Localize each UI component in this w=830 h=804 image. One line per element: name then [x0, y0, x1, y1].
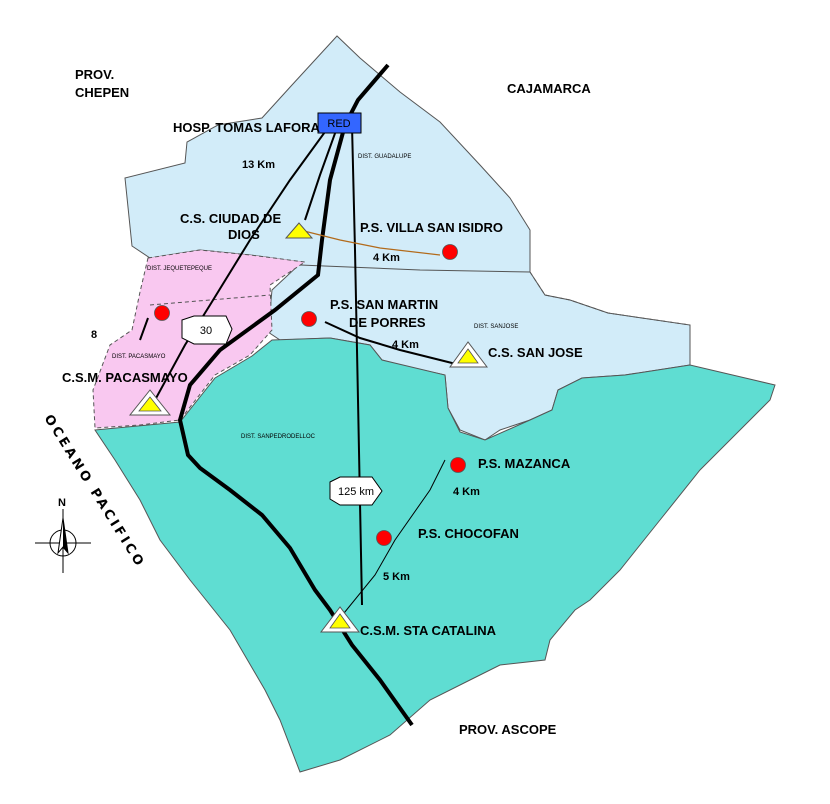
region-sanpedro	[94, 337, 776, 773]
boundary-pacasmayo	[149, 294, 271, 306]
red-box	[317, 112, 362, 134]
dot-san-martin	[301, 311, 317, 327]
label-dist-sanjose: DIST. SANJOSE	[474, 324, 518, 330]
label-ps-san-martin-1: P.S. SAN MARTIN	[330, 297, 438, 312]
label-cs-ciudad-1: C.S. CIUDAD DE	[180, 211, 281, 226]
dot-villa-isidro	[442, 244, 458, 260]
label-4km-villa: 4 Km	[373, 252, 400, 264]
label-eight: 8	[91, 329, 97, 341]
road-125-sign	[329, 476, 383, 506]
label-prov-chepen-1: PROV.	[75, 67, 114, 82]
label-dist-pacasmayo: DIST. PACASMAYO	[112, 354, 166, 360]
compass-icon	[35, 509, 91, 573]
label-prov-chepen-2: CHEPEN	[75, 85, 129, 100]
road-villa-isidro	[299, 229, 441, 256]
compass-n-label: N	[58, 497, 66, 509]
label-4km-mazanca: 4 Km	[453, 486, 480, 498]
label-ps-villa: P.S. VILLA SAN ISIDRO	[360, 220, 503, 235]
label-csm-pacasmayo: C.S.M. PACASMAYO	[62, 370, 188, 385]
label-cajamarca: CAJAMARCA	[507, 81, 591, 96]
road-125-label: 125 km	[338, 486, 374, 498]
dot-jequetepeque	[154, 305, 170, 321]
dot-chocofan	[376, 530, 392, 546]
boundary-guadalupe	[299, 264, 531, 273]
triangle-sta-catalina	[319, 606, 361, 633]
road-30-label: 30	[200, 325, 212, 337]
label-dist-guadalupe: DIST. GUADALUPE	[358, 154, 411, 160]
label-ps-mazanca: P.S. MAZANCA	[478, 456, 571, 471]
dot-mazanca	[450, 457, 466, 473]
label-dist-sanpedro: DIST. SANPEDRODELLOC	[241, 434, 316, 440]
triangle-ciudad-dios	[284, 222, 314, 239]
road-to-pacasmayo	[154, 124, 331, 401]
label-4km-sanjose: 4 Km	[392, 339, 419, 351]
label-prov-ascope: PROV. ASCOPE	[459, 722, 557, 737]
road-san-martin	[324, 321, 461, 366]
label-cs-san-jose: C.S. SAN JOSE	[488, 345, 583, 360]
boundary-sanjose	[529, 271, 691, 365]
label-csm-sta-catalina: C.S.M. STA CATALINA	[360, 623, 497, 638]
label-dist-jequetepeque: DIST. JEQUETEPEQUE	[147, 266, 212, 272]
main-highway	[177, 63, 414, 727]
label-ps-san-martin-2: DE PORRES	[349, 315, 426, 330]
label-hosp: HOSP. TOMAS LAFORA	[173, 120, 320, 135]
road-mazanca	[339, 459, 446, 619]
label-cs-ciudad-2: DIOS	[228, 227, 260, 242]
label-ps-chocofan: P.S. CHOCOFAN	[418, 526, 519, 541]
road-30-sign	[181, 315, 233, 345]
triangle-pacasmayo	[128, 389, 172, 416]
label-13km: 13 Km	[242, 159, 275, 171]
red-label: RED	[327, 118, 350, 130]
label-5km: 5 Km	[383, 571, 410, 583]
road-to-ciudad-dios	[304, 124, 339, 221]
triangle-san-jose	[449, 341, 489, 368]
road-jequetepeque	[139, 317, 149, 341]
